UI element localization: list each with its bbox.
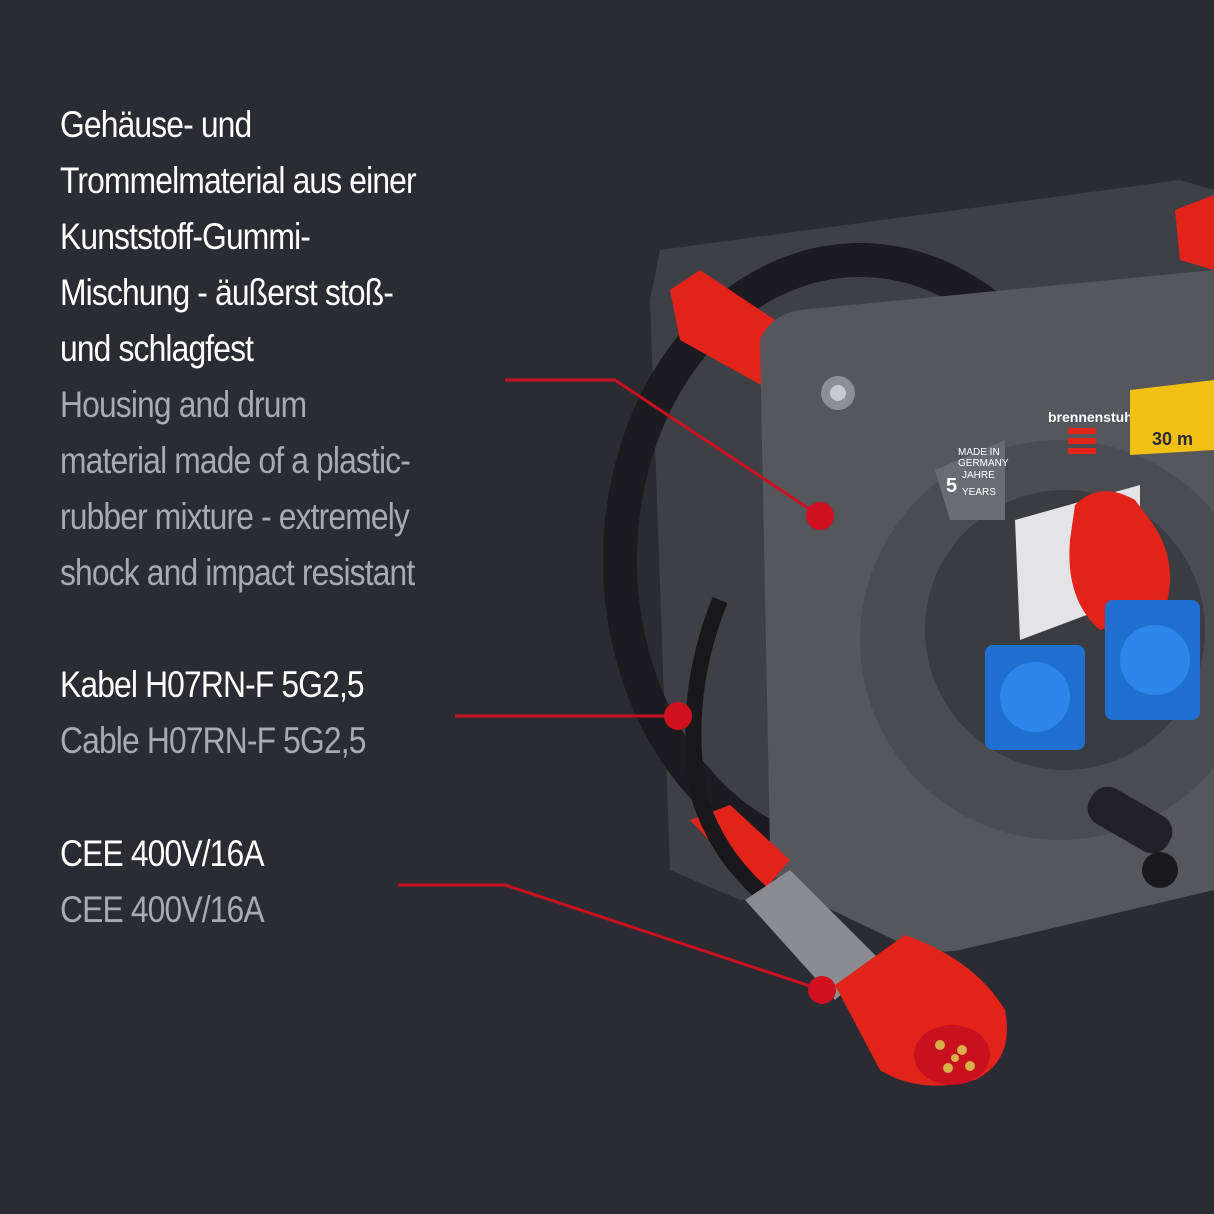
callout-dot-housing xyxy=(806,502,834,530)
power-cable xyxy=(685,597,776,907)
brand-logo-mark xyxy=(1068,428,1096,434)
cee-plug-face xyxy=(914,1025,990,1085)
feature-en-text: Cable H07RN-F 5G2,5 xyxy=(60,720,366,761)
feature-en-text: CEE 400V/16A xyxy=(60,889,265,930)
feature-cable: Kabel H07RN-F 5G2,5 Cable H07RN-F 5G2,5 xyxy=(60,657,480,769)
cee-plug-grip xyxy=(745,870,880,1000)
cee-socket-lid xyxy=(1069,491,1170,630)
badge-warranty-de: JAHRE xyxy=(962,470,995,481)
crank-handle xyxy=(1087,786,1173,854)
badge-warranty-number: 5 xyxy=(946,475,957,497)
warranty-badge xyxy=(935,440,1005,520)
feature-housing-material: Gehäuse- und Trommelmaterial aus einer K… xyxy=(60,97,480,601)
callout-line-plug xyxy=(398,883,823,992)
length-label-panel xyxy=(1130,380,1214,455)
feature-en-text: Housing and drum material made of a plas… xyxy=(60,384,415,593)
frame-red-bar-top-left xyxy=(670,270,790,390)
reset-button xyxy=(1142,852,1178,888)
feature-de-text: CEE 400V/16A xyxy=(60,833,265,874)
frame-red-bar-top-right xyxy=(1175,195,1214,270)
feature-de-text: Kabel H07RN-F 5G2,5 xyxy=(60,664,365,705)
callout-dot-cable xyxy=(664,702,692,730)
callout-line-housing xyxy=(505,378,821,518)
brand-name: brennenstuhl xyxy=(1048,409,1137,425)
callout-dot-plug xyxy=(808,976,836,1004)
feature-cee-plug: CEE 400V/16A CEE 400V/16A xyxy=(60,826,480,938)
cable-length-label: 30 m xyxy=(1152,429,1193,449)
badge-warranty-en: YEARS xyxy=(962,487,996,498)
feature-de-text: Gehäuse- und Trommelmaterial aus einer K… xyxy=(60,104,417,369)
